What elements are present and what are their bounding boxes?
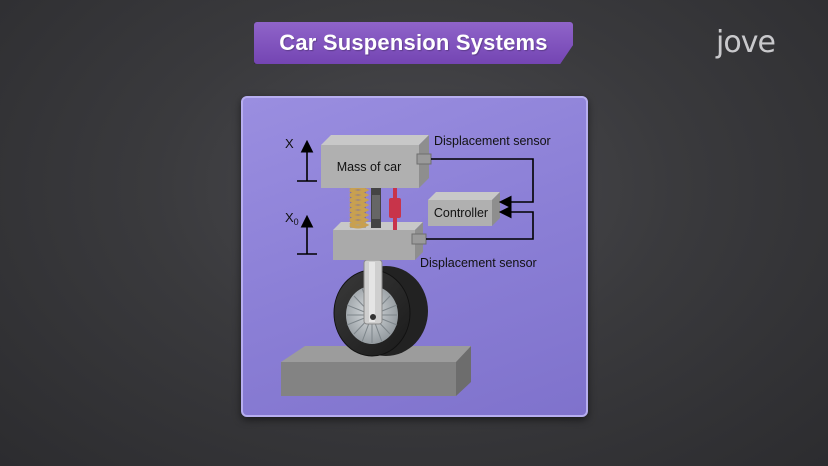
bottom-sensor-line: [426, 205, 534, 240]
controller-label: Controller: [434, 206, 488, 220]
logo-text: jove: [716, 25, 776, 60]
actuator: [389, 186, 401, 230]
car-mass-block: Mass of car: [321, 135, 432, 188]
controller-block: Controller: [428, 192, 500, 226]
damper: [371, 188, 381, 228]
top-sensor-line: [431, 158, 534, 209]
label-x0: X0: [285, 210, 299, 227]
sensor-label-bottom: Displacement sensor: [420, 256, 537, 270]
spring: [349, 186, 370, 229]
sensor-label-top: Displacement sensor: [434, 134, 551, 148]
x0-displacement-arrow: [297, 214, 317, 255]
signal-lines: [426, 158, 534, 240]
title-banner: Car Suspension Systems: [254, 22, 573, 64]
label-x: X: [285, 136, 294, 151]
page-title: Car Suspension Systems: [279, 30, 548, 55]
x-displacement-arrow: [297, 139, 317, 182]
wheel-strut: [363, 259, 383, 325]
jove-logo: jove: [716, 26, 796, 62]
mass-label: Mass of car: [337, 160, 402, 174]
